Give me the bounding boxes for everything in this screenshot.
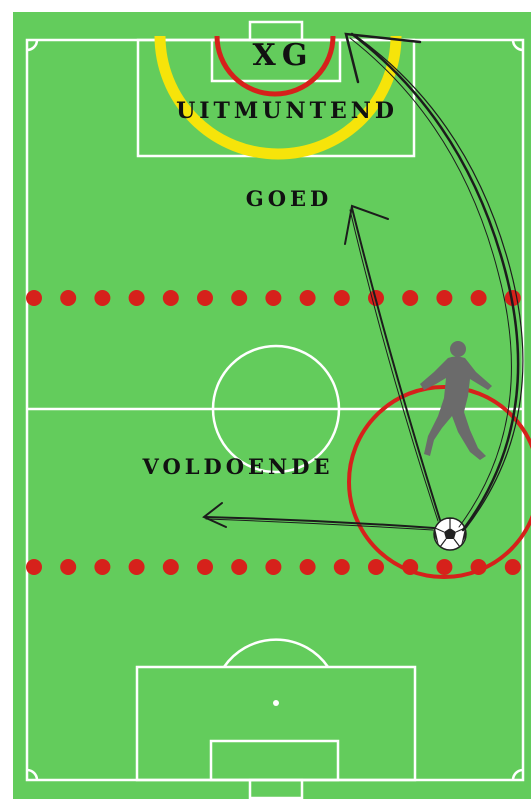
zone-boundary-bottom bbox=[26, 559, 521, 575]
label-xg: XG bbox=[253, 38, 314, 73]
bottom-penalty-spot bbox=[273, 700, 279, 706]
boundary-dot bbox=[436, 290, 453, 306]
centre-circle bbox=[211, 344, 341, 474]
boundary-dot bbox=[162, 290, 179, 306]
zone-arc-red bbox=[214, 35, 336, 97]
boundary-dot bbox=[26, 559, 42, 575]
boundary-dot bbox=[162, 559, 179, 575]
boundary-dot bbox=[368, 559, 384, 575]
arrow-up bbox=[351, 207, 441, 521]
boundary-dot bbox=[231, 559, 248, 575]
bottom-goal bbox=[248, 778, 304, 800]
boundary-dot bbox=[60, 559, 77, 575]
player-silhouette-icon bbox=[420, 341, 492, 460]
boundary-dot bbox=[94, 559, 111, 575]
player-zone-circle bbox=[347, 385, 531, 579]
boundary-dot bbox=[265, 290, 282, 306]
boundary-dot bbox=[128, 559, 145, 575]
zone-arc-yellow bbox=[154, 35, 402, 160]
boundary-dot bbox=[26, 290, 42, 306]
boundary-dot bbox=[231, 290, 248, 306]
boundary-dot bbox=[265, 559, 282, 575]
boundary-dot bbox=[504, 559, 521, 575]
corner-arc-bl bbox=[26, 768, 39, 781]
boundary-dot bbox=[333, 290, 350, 306]
boundary-dot bbox=[60, 290, 77, 306]
shot-arrows bbox=[202, 32, 524, 532]
boundary-dot bbox=[470, 290, 487, 306]
boundary-dot bbox=[402, 290, 419, 306]
boundary-dot bbox=[299, 290, 316, 306]
soccer-ball-icon bbox=[433, 517, 467, 551]
arrow-left bbox=[204, 516, 435, 529]
zone-boundary-top bbox=[26, 290, 521, 306]
boundary-dot bbox=[197, 290, 213, 306]
arrow-left-head bbox=[202, 502, 227, 528]
label-voldoende: VOLDOENDE bbox=[142, 454, 334, 479]
bottom-penalty-arc bbox=[222, 638, 330, 668]
boundary-dot bbox=[504, 290, 521, 306]
label-goed: GOED bbox=[246, 186, 332, 211]
boundary-dot bbox=[333, 559, 350, 575]
arrow-curve bbox=[350, 32, 520, 532]
boundary-dot bbox=[299, 559, 316, 575]
corner-arc-tr bbox=[511, 39, 524, 52]
boundary-dot bbox=[128, 290, 145, 306]
corner-arc-tl bbox=[26, 39, 39, 52]
boundary-dot bbox=[436, 559, 453, 575]
boundary-dot bbox=[197, 559, 213, 575]
corner-arc-br bbox=[511, 768, 524, 781]
arrow-curve-head bbox=[344, 32, 422, 84]
boundary-dot bbox=[94, 290, 111, 306]
top-goal bbox=[248, 20, 304, 42]
arrow-up-head bbox=[344, 204, 389, 245]
label-uitmuntend: UITMUNTEND bbox=[176, 98, 398, 124]
